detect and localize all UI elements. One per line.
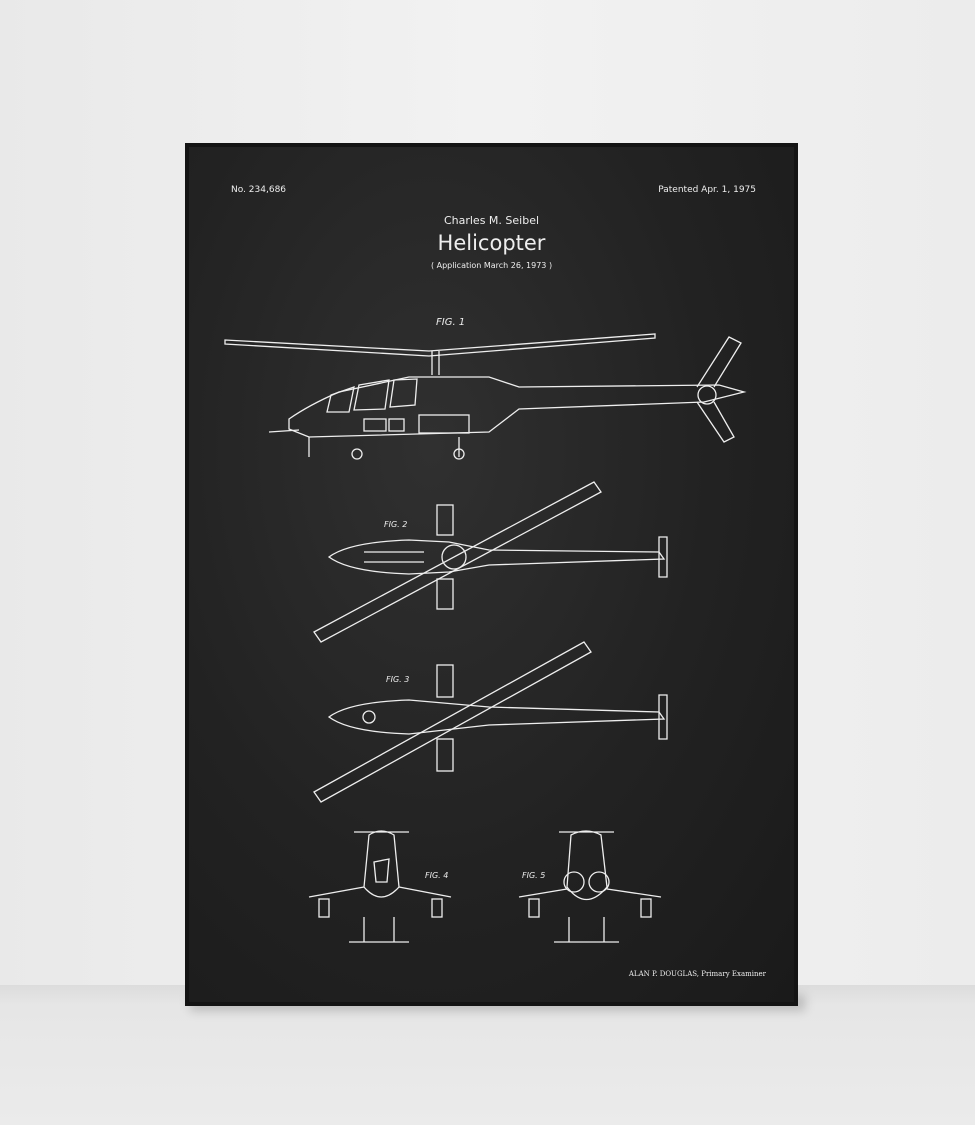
- fig-4-label: FIG. 4: [425, 871, 449, 880]
- fig-3-label: FIG. 3: [386, 675, 410, 684]
- fig-5-label: FIG. 5: [522, 871, 546, 880]
- poster-frame: No. 234,686 Patented Apr. 1, 1975 Charle…: [185, 143, 798, 1006]
- floor: [0, 985, 975, 1125]
- helicopter-drawings: [224, 333, 747, 943]
- inventor: Charles M. Seibel: [443, 214, 540, 227]
- fig-4-front-view: [308, 830, 452, 943]
- patent-date: Patented Apr. 1, 1975: [658, 185, 756, 195]
- fig-1-label: FIG. 1: [436, 317, 466, 328]
- fig-2-top-view: [313, 481, 668, 643]
- fig-1-side-view: [224, 333, 747, 460]
- fig-2-label: FIG. 2: [384, 520, 408, 529]
- poster-title: Helicopter: [437, 231, 546, 255]
- fig-5-rear-view: [518, 830, 662, 943]
- patent-number: No. 234,686: [231, 185, 287, 195]
- examiner: ALAN P. DOUGLAS, Primary Examiner: [628, 970, 766, 978]
- patent-poster: No. 234,686 Patented Apr. 1, 1975 Charle…: [189, 147, 794, 1002]
- fig-3-bottom-view: [313, 641, 668, 803]
- application-date: ( Application March 26, 1973 ): [430, 261, 553, 270]
